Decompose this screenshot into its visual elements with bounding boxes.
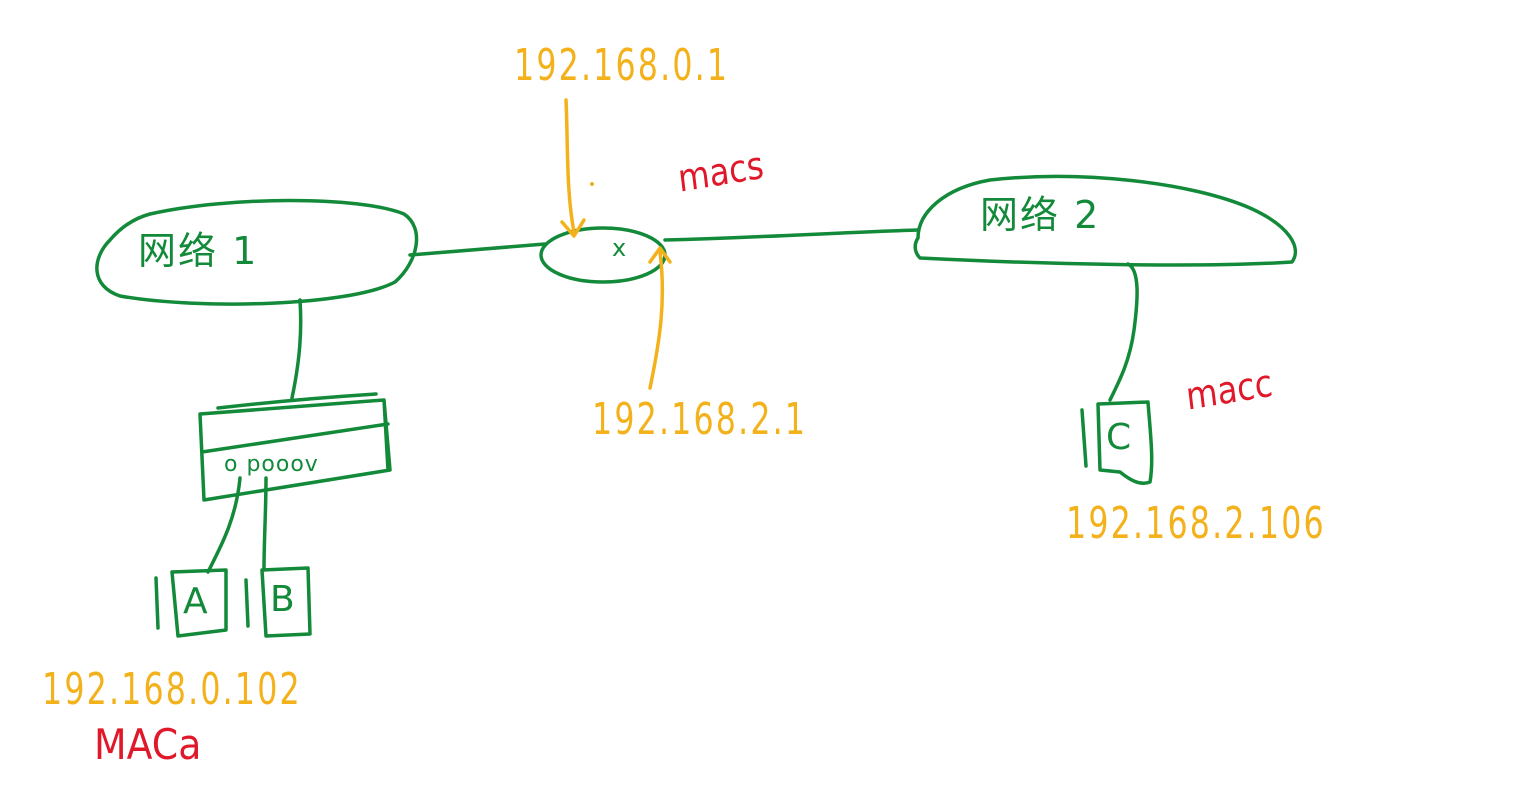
link-network2-host-c <box>1108 262 1139 402</box>
router-right-ip-arrowhead <box>648 246 672 264</box>
host-a-label: A <box>183 581 208 622</box>
link-switch-host-a <box>206 476 242 574</box>
host-a-ip: 192.168.0.102 <box>42 664 302 715</box>
switch-box <box>198 398 392 502</box>
router-mark: x <box>612 234 627 262</box>
host-b-label: B <box>270 579 295 620</box>
stray-dot <box>590 182 594 186</box>
host-a-mac: MACa <box>94 720 202 769</box>
host-c-box <box>1096 400 1154 485</box>
host-b-box <box>260 566 312 638</box>
network1-cloud <box>95 198 419 306</box>
router-left-ip-arrowhead <box>560 218 586 238</box>
host-c-bar <box>1080 408 1088 468</box>
host-c-label: C <box>1106 417 1132 458</box>
link-network1-switch <box>290 298 303 400</box>
host-a-box <box>170 568 228 638</box>
router-ip-right: 192.168.2.1 <box>592 394 808 445</box>
router-left-ip-arrow <box>564 98 576 234</box>
router-right-ip-arrow <box>648 250 665 390</box>
link-network1-router <box>408 242 547 257</box>
network2-cloud <box>913 174 1298 267</box>
host-c-ip: 192.168.2.106 <box>1066 498 1326 549</box>
switch-ports: o pooov <box>224 452 319 477</box>
host-a-bar <box>154 576 160 630</box>
router-ip-left: 192.168.0.1 <box>514 40 730 91</box>
link-switch-host-b <box>262 476 268 572</box>
network1-label: 网络 1 <box>138 229 259 273</box>
host-b-bar <box>244 578 250 628</box>
network2-label: 网络 2 <box>980 193 1101 237</box>
switch-ridge <box>216 392 378 410</box>
router-ellipse <box>539 226 667 284</box>
link-router-network2 <box>663 228 920 242</box>
